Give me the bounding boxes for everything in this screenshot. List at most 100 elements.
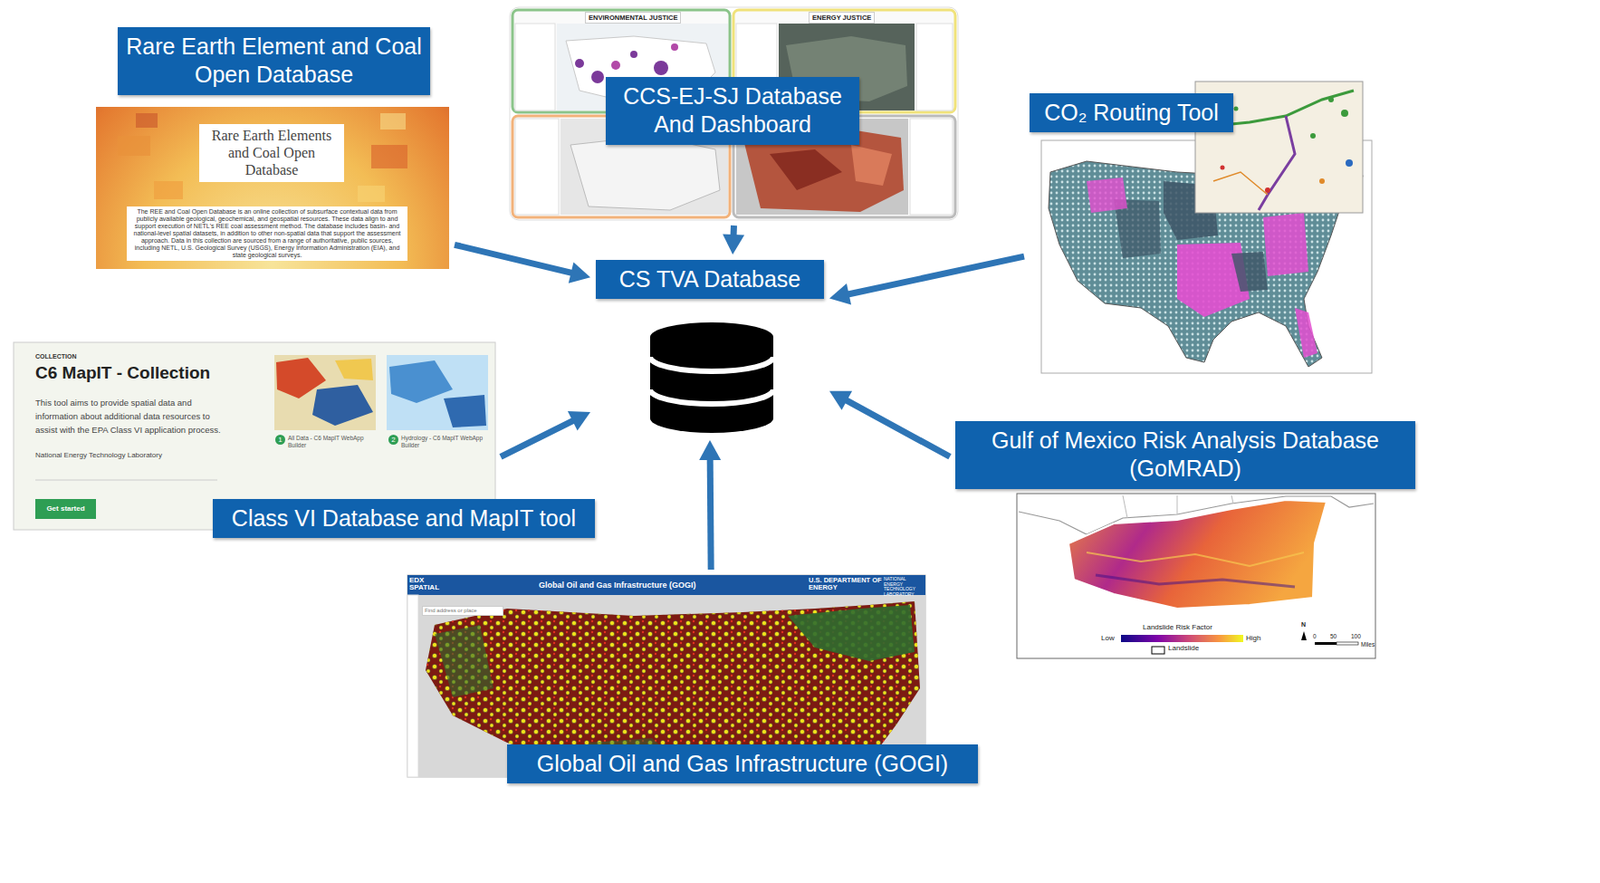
legend-title: Landslide Risk Factor bbox=[1142, 622, 1213, 633]
flow-arrow bbox=[500, 411, 591, 457]
flow-arrow bbox=[699, 440, 721, 570]
step-number: 2 bbox=[388, 434, 399, 445]
source-panel: Gulf of Mexico Risk Analysis Database (G… bbox=[955, 421, 1416, 659]
co2-routing-map-part bbox=[1213, 172, 1268, 195]
legend-end: High bbox=[1245, 633, 1261, 643]
arrow-head bbox=[722, 234, 745, 255]
node-label: CS TVA Database bbox=[595, 259, 824, 299]
co2-routing-map-part bbox=[1231, 251, 1268, 292]
arrow-head bbox=[699, 440, 721, 460]
database-icon bbox=[650, 322, 774, 433]
gomrad-map-part bbox=[1068, 499, 1327, 609]
dashboard-screenshot-part bbox=[515, 118, 559, 215]
dashboard-screenshot-part bbox=[515, 23, 556, 111]
ree-screenshot-part-part bbox=[117, 135, 151, 156]
ree-screenshot-part-part bbox=[371, 144, 408, 169]
ree-screenshot-part bbox=[95, 106, 450, 269]
c6-mapit-screenshot-part bbox=[274, 354, 376, 431]
gomrad-map-part bbox=[1314, 641, 1337, 645]
flow-arrow bbox=[829, 256, 1025, 305]
co2-routing-map-part bbox=[1328, 96, 1334, 103]
dashboard-screenshot-part bbox=[570, 135, 720, 211]
ree-screenshot-part-part bbox=[380, 113, 406, 130]
database-icon-part bbox=[650, 322, 774, 433]
arrow-shaft bbox=[848, 256, 1025, 295]
dashboard-screenshot-part bbox=[630, 50, 638, 58]
co2-routing-map-part bbox=[1310, 133, 1316, 139]
database-icon-part bbox=[650, 389, 774, 404]
flow-arrow bbox=[454, 244, 591, 284]
screenshot-text: This tool aims to provide spatial data a… bbox=[35, 395, 230, 438]
screenshot-heading: C6 MapIT - Collection bbox=[35, 363, 211, 384]
arrow-shaft bbox=[845, 400, 950, 457]
arrow-head bbox=[829, 391, 853, 411]
screenshot-text: National Energy Technology Laboratory bbox=[35, 450, 163, 460]
arrow-shaft bbox=[730, 225, 738, 236]
screenshot-kicker: COLLECTION bbox=[35, 353, 77, 361]
gomrad-map-part bbox=[1151, 646, 1165, 654]
north-arrow: N bbox=[1301, 621, 1306, 629]
co2-routing-map-part bbox=[1319, 178, 1325, 184]
gogi-screenshot-part bbox=[407, 574, 926, 595]
node-label: Class VI Database and MapIT tool bbox=[212, 498, 595, 538]
database-icon-part bbox=[650, 356, 774, 372]
agency-logo: U.S. DEPARTMENT OF ENERGY bbox=[808, 576, 883, 592]
gomrad-map-part bbox=[1086, 552, 1304, 566]
arrow-shaft bbox=[500, 420, 574, 457]
c6-mapit-screenshot-part bbox=[335, 358, 374, 381]
co2-routing-map-part bbox=[1345, 159, 1353, 167]
panel-title: ENERGY JUSTICE bbox=[808, 11, 875, 24]
co2-routing-map-part bbox=[1264, 187, 1271, 193]
gogi-screenshot-part bbox=[407, 594, 419, 777]
co2-routing-map-part bbox=[1086, 177, 1128, 213]
gomrad-map-part bbox=[1120, 634, 1244, 642]
arrow-head bbox=[567, 411, 591, 431]
dashboard-screenshot-part bbox=[916, 23, 953, 111]
node-label: CCS-EJ-SJ Database And Dashboard bbox=[605, 76, 860, 145]
ree-screenshot-part-part bbox=[153, 181, 183, 200]
c6-mapit-screenshot-part bbox=[443, 394, 487, 428]
node-label: Global Oil and Gas Infrastructure (GOGI) bbox=[507, 744, 978, 784]
node-label: Gulf of Mexico Risk Analysis Database (G… bbox=[955, 421, 1416, 489]
ree-screenshot-part-part bbox=[135, 113, 158, 128]
co2-routing-map-part bbox=[1341, 109, 1349, 117]
scale-number: 50 bbox=[1330, 632, 1337, 641]
step-number: 1 bbox=[275, 434, 286, 445]
ree-screenshot-part-part bbox=[357, 185, 385, 202]
gomrad-map-part bbox=[1016, 493, 1376, 659]
node-label: CO₂ Routing Tool bbox=[1029, 93, 1234, 133]
dashboard-screenshot-part bbox=[769, 149, 843, 191]
gomrad-map-part bbox=[1336, 641, 1359, 645]
thumbnail-caption: Hydrology - C6 MapIT WebApp Builder bbox=[401, 434, 492, 450]
dashboard-screenshot-part bbox=[611, 60, 621, 70]
scale-unit: Miles bbox=[1360, 641, 1375, 649]
arrow-head bbox=[829, 283, 852, 305]
ree-screenshot bbox=[13, 31, 530, 548]
ree-screenshot-part-part bbox=[95, 106, 450, 269]
dashboard-screenshot-part bbox=[851, 144, 892, 186]
agency-logo: NATIONAL ENERGY TECHNOLOGY LABORATORY bbox=[883, 576, 925, 597]
flow-arrow bbox=[722, 225, 745, 255]
source-panel: CO₂ Routing Tool bbox=[1029, 81, 1372, 374]
c6-mapit-screenshot-part bbox=[35, 479, 218, 481]
co2-routing-map-part bbox=[1234, 106, 1239, 112]
gomrad-map-part bbox=[1095, 574, 1295, 587]
source-panel: CCS-EJ-SJ Database And Dashboard bbox=[509, 7, 959, 221]
gomrad-map bbox=[1016, 493, 1376, 659]
dashboard-screenshot-part bbox=[574, 58, 585, 68]
screenshot-text: The REE and Coal Open Database is an onl… bbox=[126, 206, 408, 261]
dashboard-screenshot bbox=[509, 7, 959, 221]
flow-arrow bbox=[829, 391, 950, 458]
co2-routing-map-part bbox=[1294, 307, 1318, 358]
node-label: Rare Earth Element and Coal Open Databas… bbox=[117, 27, 431, 96]
scale-number: 0 bbox=[1312, 632, 1317, 641]
database-node: CS TVA Database bbox=[595, 259, 824, 435]
dashboard-screenshot-part bbox=[910, 118, 953, 215]
app-logo: EDX SPATIAL bbox=[409, 576, 441, 592]
legend-text: Landslide bbox=[1168, 643, 1199, 653]
co2-routing-map-part bbox=[1263, 212, 1309, 277]
c6-mapit-screenshot-part bbox=[312, 384, 374, 426]
scale-number: 100 bbox=[1350, 632, 1361, 641]
dashboard-screenshot-part bbox=[509, 7, 959, 221]
arrow-shaft bbox=[454, 244, 573, 273]
